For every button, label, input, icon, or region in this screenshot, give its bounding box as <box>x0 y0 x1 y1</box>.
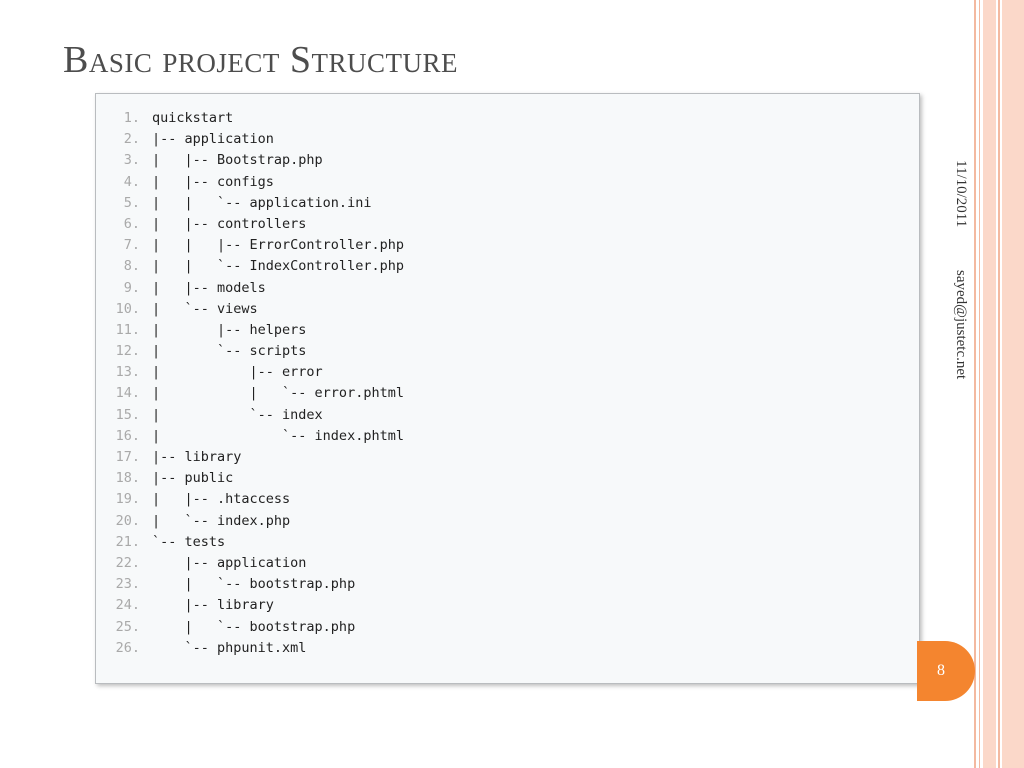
line-text: | |-- helpers <box>152 321 307 338</box>
stripe-band <box>983 0 996 768</box>
line-number: 10. <box>115 300 140 317</box>
code-line: 25. | `-- bootstrap.php <box>96 617 404 638</box>
code-line: 3. | |-- Bootstrap.php <box>96 150 404 171</box>
code-line: 11. | |-- helpers <box>96 320 404 341</box>
line-text: |-- application <box>152 131 274 148</box>
code-line: 16. | `-- index.phtml <box>96 426 404 447</box>
page-number-badge: 8 <box>917 641 975 701</box>
line-number: 20. <box>115 512 140 529</box>
code-line: 5. | | `-- application.ini <box>96 193 404 214</box>
code-line: 19. | |-- .htaccess <box>96 489 404 510</box>
line-text: | `-- scripts <box>152 343 307 360</box>
line-text: | | `-- IndexController.php <box>152 258 404 275</box>
line-number: 18. <box>115 470 140 487</box>
line-text: | |-- models <box>152 279 266 296</box>
code-listing: 1. quickstart 2. |-- application 3. | |-- Boo… <box>96 108 404 659</box>
code-listing-panel: 1. quickstart 2. |-- application 3. | |-- Boo… <box>95 93 920 684</box>
code-line: 24. |-- library <box>96 595 404 616</box>
code-line: 18. |-- public <box>96 468 404 489</box>
line-text: | |-- controllers <box>152 215 307 232</box>
line-text: |-- application <box>152 554 307 571</box>
line-number: 5. <box>123 194 140 211</box>
line-number: 16. <box>115 427 140 444</box>
decorative-right-stripes <box>974 0 1024 768</box>
stripe-band <box>1002 0 1024 768</box>
line-number: 7. <box>123 237 140 254</box>
line-text: | `-- views <box>152 300 258 317</box>
line-number: 2. <box>123 131 140 148</box>
line-text: | | `-- error.phtml <box>152 385 404 402</box>
line-text: | |-- .htaccess <box>152 491 291 508</box>
code-line: 13. | |-- error <box>96 362 404 383</box>
code-line: 20. | `-- index.php <box>96 511 404 532</box>
line-text: `-- phpunit.xml <box>152 639 307 656</box>
line-number: 23. <box>115 576 140 593</box>
code-line: 7. | | |-- ErrorController.php <box>96 235 404 256</box>
line-text: |-- library <box>152 449 242 465</box>
author-email: sayed@justetc.net <box>953 270 969 380</box>
code-line: 1. quickstart <box>96 108 404 129</box>
line-number: 22. <box>115 554 140 571</box>
code-line: 2. |-- application <box>96 129 404 150</box>
line-number: 3. <box>123 152 140 169</box>
code-line: 22. |-- application <box>96 553 404 574</box>
line-text: quickstart <box>152 110 234 126</box>
line-text: | `-- bootstrap.php <box>152 576 356 593</box>
line-number: 1. <box>123 110 140 126</box>
code-line: 21. `-- tests <box>96 532 404 553</box>
code-line: 12. | `-- scripts <box>96 341 404 362</box>
slide-title: Basic project Structure <box>63 39 459 81</box>
line-number: 6. <box>123 215 140 232</box>
line-number: 15. <box>115 406 140 423</box>
line-number: 9. <box>123 279 140 296</box>
line-text: |-- public <box>152 470 234 487</box>
line-text: | `-- index <box>152 406 323 423</box>
code-line: 26. `-- phpunit.xml <box>96 638 404 659</box>
line-text: | `-- index.phtml <box>152 427 404 444</box>
line-number: 13. <box>115 364 140 381</box>
line-text: | `-- bootstrap.php <box>152 618 356 635</box>
line-number: 4. <box>123 173 140 190</box>
line-number: 17. <box>115 449 140 465</box>
stripe-line <box>979 0 980 768</box>
line-number: 12. <box>115 343 140 360</box>
line-number: 26. <box>115 639 140 656</box>
line-text: | `-- index.php <box>152 512 291 529</box>
code-line: 15. | `-- index <box>96 405 404 426</box>
line-text: | |-- Bootstrap.php <box>152 152 323 169</box>
line-number: 24. <box>115 597 140 614</box>
slide-date: 11/10/2011 <box>953 160 969 228</box>
code-line: 4. | |-- configs <box>96 172 404 193</box>
code-line: 10. | `-- views <box>96 299 404 320</box>
line-text: | | `-- application.ini <box>152 194 372 211</box>
line-text: `-- tests <box>152 533 226 550</box>
stripe-line <box>998 0 1000 768</box>
line-text: | |-- error <box>152 364 323 381</box>
code-line: 23. | `-- bootstrap.php <box>96 574 404 595</box>
line-number: 19. <box>115 491 140 508</box>
page-number: 8 <box>937 662 945 679</box>
line-number: 25. <box>115 618 140 635</box>
line-number: 11. <box>115 321 140 338</box>
stripe-line <box>974 0 976 768</box>
line-text: |-- library <box>152 597 274 614</box>
line-text: | | |-- ErrorController.php <box>152 237 404 254</box>
code-line: 9. | |-- models <box>96 278 404 299</box>
code-line: 17. |-- library <box>96 447 404 468</box>
code-line: 6. | |-- controllers <box>96 214 404 235</box>
line-text: | |-- configs <box>152 173 274 190</box>
code-line: 14. | | `-- error.phtml <box>96 383 404 404</box>
line-number: 8. <box>123 258 140 275</box>
line-number: 14. <box>115 385 140 402</box>
line-number: 21. <box>115 533 140 550</box>
code-line: 8. | | `-- IndexController.php <box>96 256 404 277</box>
